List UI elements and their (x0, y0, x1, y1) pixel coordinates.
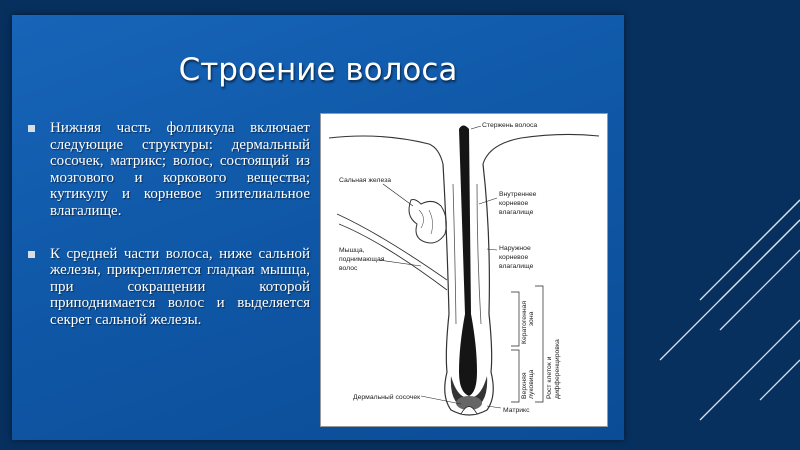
hair-follicle-diagram: Стержень волоса Сальная железа Внутренне… (328, 122, 600, 416)
label-growth: Рост клеток и (546, 356, 553, 399)
hair-structure-figure: Стержень волоса Сальная железа Внутренне… (320, 113, 608, 427)
bullet-text: К средней части волоса, ниже сальной жел… (50, 245, 310, 328)
label-keratogenic-zone: зона (528, 311, 535, 326)
label-inner-sheath: корневое (499, 200, 528, 207)
label-growth: дифференцировка (554, 339, 561, 399)
label-muscle: поднимающая (339, 256, 385, 263)
label-matrix: Матрикс (503, 407, 530, 414)
label-sebaceous-gland: Сальная железа (339, 177, 391, 184)
label-muscle: волос (339, 265, 358, 272)
slide-title: Строение волоса (178, 52, 458, 88)
bullet-item: К средней части волоса, ниже сальной жел… (28, 246, 310, 329)
label-keratogenic-zone: Кератогенная (521, 301, 528, 344)
bullet-list: Нижняя часть фолликула включает следующи… (28, 120, 310, 355)
label-inner-sheath: Внутреннее (499, 191, 537, 198)
bullet-item: Нижняя часть фолликула включает следующи… (28, 120, 310, 220)
bullet-text: Нижняя часть фолликула включает следующи… (50, 120, 310, 219)
label-upper-bulb: луковица (528, 370, 535, 399)
label-outer-sheath: Наружное (499, 245, 531, 252)
label-dermal-papilla: Дермальный сосочек (353, 393, 420, 401)
label-outer-sheath: корневое (499, 254, 528, 261)
label-muscle: Мышца, (339, 247, 365, 254)
label-inner-sheath: влагалище (499, 209, 534, 216)
label-outer-sheath: влагалище (499, 263, 534, 270)
label-hair-shaft: Стержень волоса (482, 122, 537, 129)
label-upper-bulb: Верхняя (521, 372, 528, 399)
square-bullet-icon (28, 125, 35, 132)
square-bullet-icon (28, 250, 35, 258)
